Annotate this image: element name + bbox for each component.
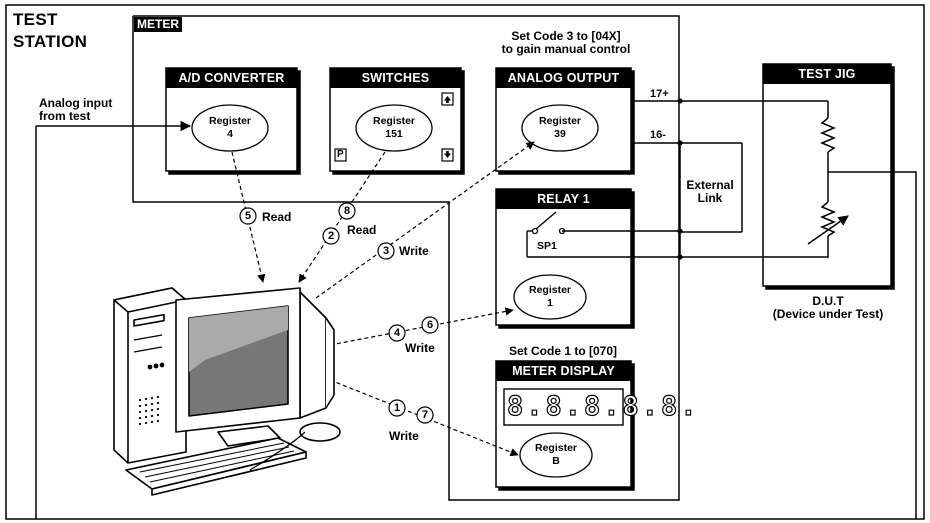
up-arrow-icon	[444, 96, 451, 103]
computer-icon	[113, 287, 341, 496]
meter-display-panel	[495, 360, 632, 488]
down-arrow-icon	[444, 151, 451, 158]
junction-dots	[677, 98, 683, 260]
p-key[interactable]	[334, 148, 347, 162]
step-circles	[239, 202, 439, 424]
switches-panel	[329, 67, 462, 172]
outer-frame	[5, 4, 925, 520]
test-jig-panel	[762, 63, 892, 287]
meter-outline	[132, 15, 680, 501]
analog-output-panel	[495, 67, 632, 172]
ad-converter-panel	[165, 67, 298, 172]
